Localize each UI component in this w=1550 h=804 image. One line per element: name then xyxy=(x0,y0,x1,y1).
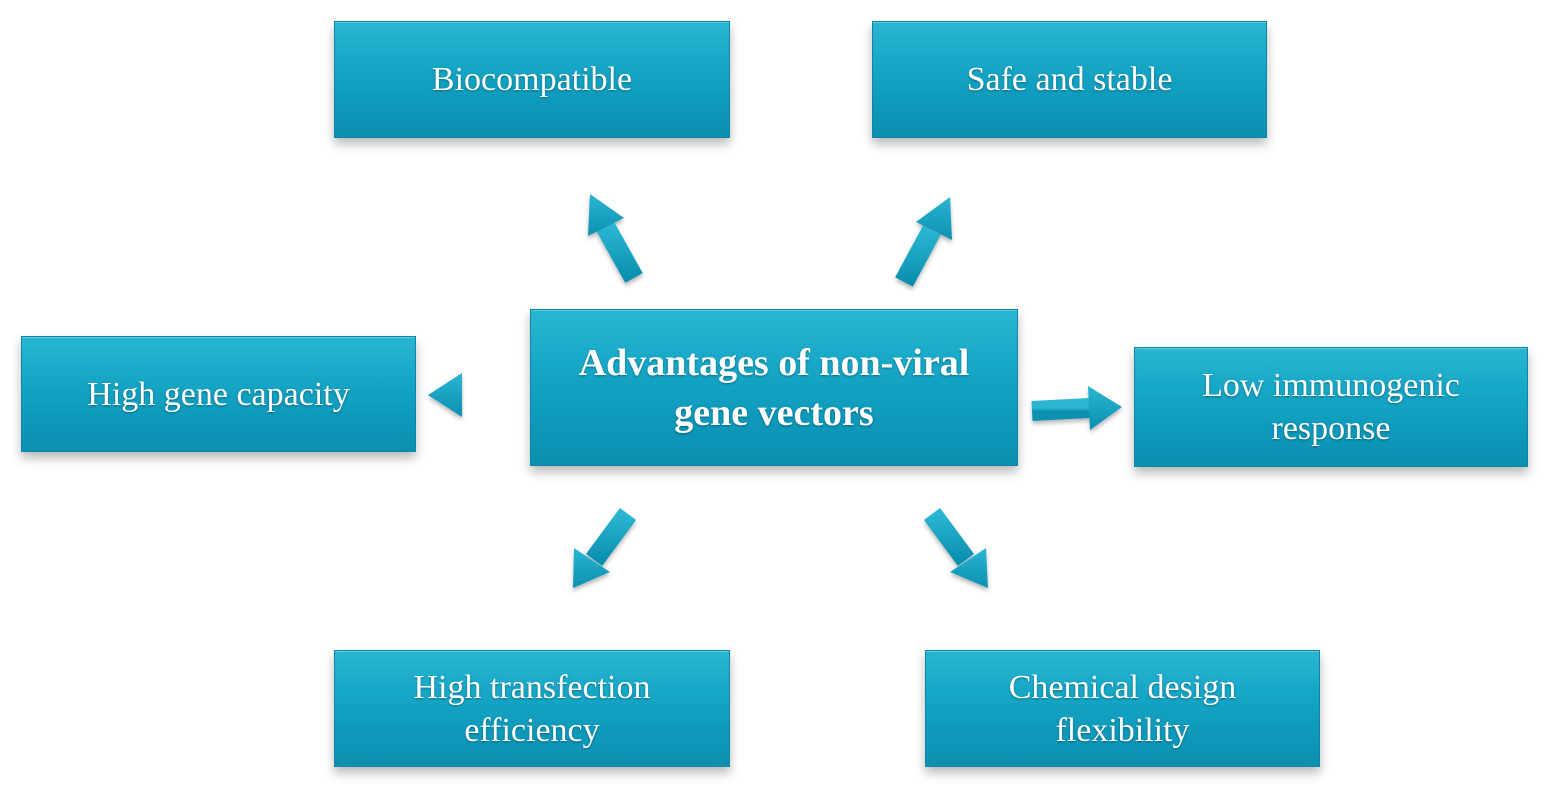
node-high-gene-capacity: High gene capacity xyxy=(21,336,416,452)
node-low-immunogenic-response: Low immunogenic response xyxy=(1134,347,1528,467)
node-low-immunogenic-line1: Low immunogenic xyxy=(1202,367,1460,404)
node-chemical-design-line2: flexibility xyxy=(1055,711,1190,749)
arrow-to-high-gene-capacity xyxy=(428,373,518,417)
arrow-to-chemical-design xyxy=(923,508,988,588)
node-biocompatible-label: Biocompatible xyxy=(431,61,633,98)
node-high-transfection-line1: High transfection xyxy=(413,668,651,706)
node-safe-and-stable: Safe and stable xyxy=(872,21,1267,138)
arrow-to-safe-and-stable xyxy=(895,197,952,287)
center-node: Advantages of non-viral gene vectors xyxy=(530,309,1018,466)
node-chemical-design-line1: Chemical design xyxy=(1008,668,1237,706)
arrow-to-high-transfection xyxy=(573,508,637,588)
node-safe-and-stable-label: Safe and stable xyxy=(966,61,1173,98)
node-low-immunogenic-line2: response xyxy=(1271,410,1391,447)
arrow-to-biocompatible xyxy=(588,194,643,283)
node-biocompatible: Biocompatible xyxy=(334,21,730,138)
arrow-to-low-immunogenic xyxy=(1031,386,1122,430)
node-high-gene-capacity-label: High gene capacity xyxy=(87,375,350,413)
node-high-transfection-efficiency: High transfection efficiency xyxy=(334,650,730,767)
node-chemical-design-flexibility: Chemical design flexibility xyxy=(925,650,1320,767)
center-title-line2: gene vectors xyxy=(674,391,874,434)
center-title-line1: Advantages of non-viral xyxy=(578,341,970,384)
node-high-transfection-line2: efficiency xyxy=(464,711,600,749)
